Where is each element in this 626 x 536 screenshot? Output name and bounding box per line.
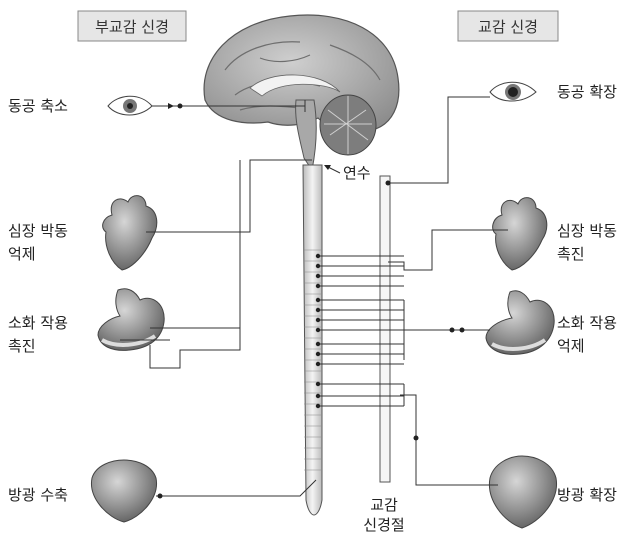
brain xyxy=(204,15,399,170)
parasympathetic-header: 부교감 신경 xyxy=(78,11,186,41)
label-left-bladder: 방광 수축 xyxy=(8,486,68,504)
segmental-nerve-dot xyxy=(316,328,320,332)
segmental-nerve-dot xyxy=(316,352,320,356)
label-left-digest-1: 소화 작용 xyxy=(8,314,68,332)
sympathetic-header: 교감 신경 xyxy=(458,11,558,41)
parasympathetic-header-text: 부교감 신경 xyxy=(95,18,169,36)
segmental-nerve-dot xyxy=(316,308,320,312)
label-left-digest-2: 촉진 xyxy=(8,337,36,355)
segmental-nerve-dot xyxy=(316,264,320,268)
right-eye xyxy=(490,82,536,101)
label-left-heart-1: 심장 박동 xyxy=(8,222,68,240)
segmental-nerve-dot xyxy=(316,382,320,386)
segmental-nerve-dot xyxy=(316,298,320,302)
segmental-nerve-dot xyxy=(316,342,320,346)
sympathetic-header-text: 교감 신경 xyxy=(478,18,538,36)
medulla-pointer: 연수 xyxy=(324,164,371,182)
left-stomach xyxy=(98,289,164,351)
label-right-digest-1: 소화 작용 xyxy=(557,314,617,332)
sympathetic-chain xyxy=(380,176,390,482)
segmental-nerve-dot xyxy=(316,362,320,366)
label-right-digest-2: 억제 xyxy=(557,337,585,355)
segmental-nerve-dot xyxy=(316,318,320,322)
segmental-nerve-dot xyxy=(316,394,320,398)
label-left-eye: 동공 축소 xyxy=(8,97,68,115)
label-left-heart-2: 억제 xyxy=(8,245,36,263)
label-right-bladder: 방광 확장 xyxy=(557,486,617,504)
label-right-heart-2: 촉진 xyxy=(557,245,585,263)
label-right-eye: 동공 확장 xyxy=(557,83,617,101)
spinal-cord xyxy=(303,165,322,515)
right-heart xyxy=(493,198,547,270)
left-eye xyxy=(108,96,152,115)
segmental-nerve-dot xyxy=(316,284,320,288)
right-bladder xyxy=(489,456,556,528)
left-bladder xyxy=(91,460,156,522)
segmental-nerve-dot xyxy=(316,274,320,278)
left-heart xyxy=(103,196,157,270)
ganglion-label-1: 교감 xyxy=(370,496,398,514)
segmental-nerve-dot xyxy=(316,404,320,408)
label-right-heart-1: 심장 박동 xyxy=(557,222,617,240)
right-stomach xyxy=(486,291,554,355)
medulla-label: 연수 xyxy=(343,164,371,182)
segmental-nerve-dot xyxy=(316,254,320,258)
ganglion-label-2: 신경절 xyxy=(363,516,404,534)
